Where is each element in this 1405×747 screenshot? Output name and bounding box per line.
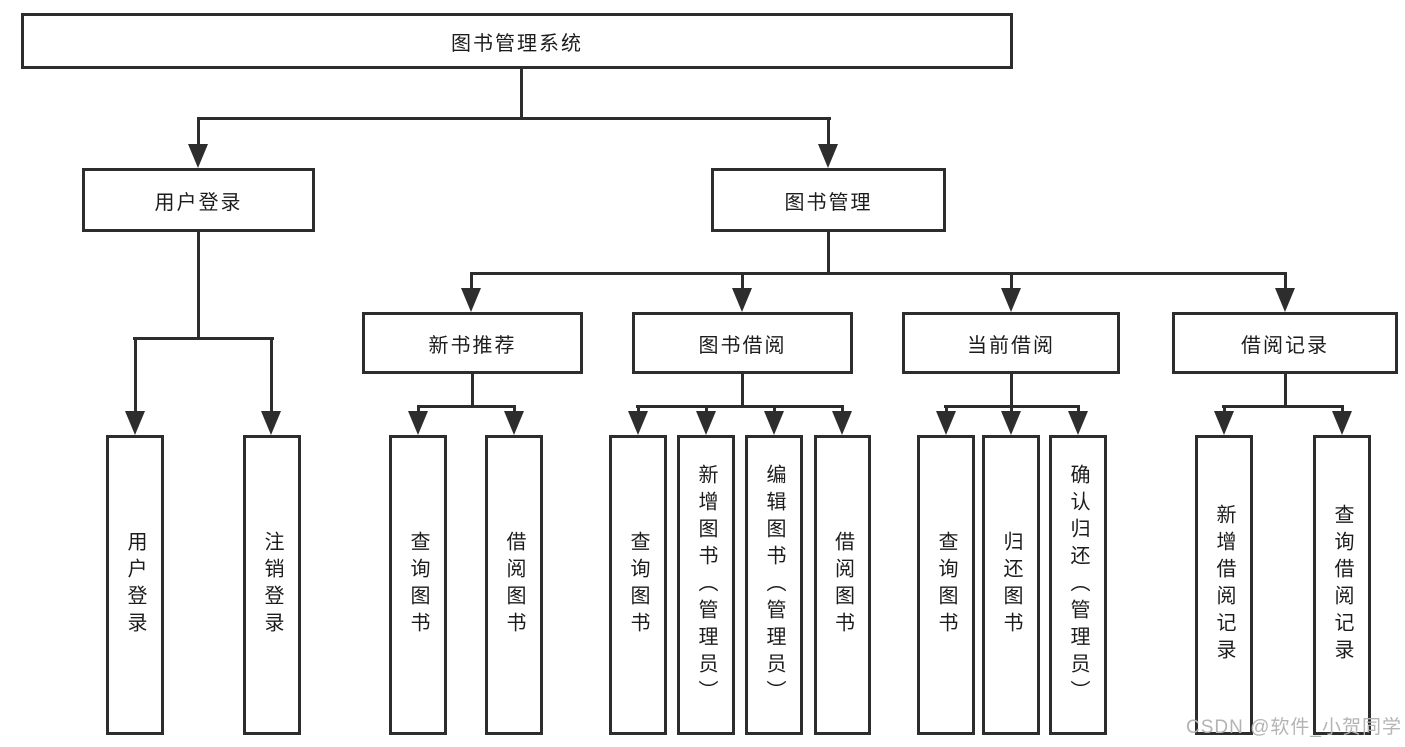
node-current-borrowing: 当前借阅 bbox=[902, 312, 1120, 374]
watermark: CSDN @软件_小贺同学 bbox=[1186, 717, 1402, 738]
arrow-shaft bbox=[1341, 405, 1344, 413]
arrow-head-icon bbox=[696, 411, 716, 435]
leaf-logout: 注销登录 bbox=[243, 435, 301, 735]
node-book-borrowing: 图书借阅 bbox=[632, 312, 853, 374]
arrow-head-icon bbox=[628, 411, 648, 435]
node-book-management: 图书管理 bbox=[711, 168, 946, 232]
arrow-shaft bbox=[1010, 405, 1013, 413]
arrow-shaft bbox=[197, 117, 200, 146]
node-borrowing-records: 借阅记录 bbox=[1172, 312, 1398, 374]
arrow-shaft bbox=[1284, 272, 1287, 290]
leaf-return-books: 归还图书 bbox=[982, 435, 1040, 735]
arrow-head-icon bbox=[461, 288, 481, 312]
connector-user-login-stem bbox=[197, 232, 200, 337]
leaf-confirm-return-admin: 确认归还（管理员） bbox=[1049, 435, 1107, 735]
arrow-shaft bbox=[270, 337, 273, 413]
connector-recommendation-rail bbox=[417, 405, 516, 408]
connector-records-stem bbox=[1284, 374, 1287, 405]
connector-records-rail bbox=[1222, 405, 1344, 408]
arrow-shaft bbox=[773, 405, 776, 413]
arrow-shaft bbox=[513, 405, 516, 413]
arrow-shaft bbox=[741, 272, 744, 290]
arrow-shaft bbox=[417, 405, 420, 413]
arrow-shaft bbox=[470, 272, 473, 290]
connector-book-management-rail bbox=[470, 272, 1287, 275]
leaf-query-books-borrowing: 查询图书 bbox=[609, 435, 667, 735]
leaf-add-borrow-record: 新增借阅记录 bbox=[1195, 435, 1253, 735]
arrow-head-icon bbox=[764, 411, 784, 435]
connector-current-stem bbox=[1010, 374, 1013, 405]
arrow-head-icon bbox=[818, 144, 838, 168]
arrow-head-icon bbox=[188, 144, 208, 168]
arrow-head-icon bbox=[1001, 411, 1021, 435]
leaf-borrow-books-borrowing: 借阅图书 bbox=[814, 435, 871, 735]
arrow-head-icon bbox=[125, 411, 145, 435]
arrow-shaft bbox=[705, 405, 708, 413]
leaf-user-login: 用户登录 bbox=[106, 435, 164, 735]
leaf-borrow-books-recommend: 借阅图书 bbox=[485, 435, 543, 735]
leaf-query-books-recommend: 查询图书 bbox=[389, 435, 447, 735]
arrow-shaft bbox=[827, 117, 830, 146]
arrow-head-icon bbox=[408, 411, 428, 435]
arrow-head-icon bbox=[732, 288, 752, 312]
arrow-shaft bbox=[1223, 405, 1226, 413]
connector-recommendation-stem bbox=[471, 374, 474, 405]
node-new-book-recommendation: 新书推荐 bbox=[362, 312, 583, 374]
arrow-head-icon bbox=[1275, 288, 1295, 312]
leaf-edit-books-admin: 编辑图书（管理员） bbox=[745, 435, 803, 735]
arrow-head-icon bbox=[936, 411, 956, 435]
arrow-head-icon bbox=[1214, 411, 1234, 435]
arrow-head-icon bbox=[1332, 411, 1352, 435]
connector-user-login-rail bbox=[133, 337, 274, 340]
leaf-query-borrow-record: 查询借阅记录 bbox=[1313, 435, 1371, 735]
arrow-shaft bbox=[1010, 272, 1013, 290]
node-user-login: 用户登录 bbox=[82, 168, 315, 232]
connector-borrowing-rail bbox=[636, 405, 844, 408]
arrow-shaft bbox=[1077, 405, 1080, 413]
arrow-shaft bbox=[945, 405, 948, 413]
connector-book-management-stem bbox=[827, 232, 830, 272]
arrow-head-icon bbox=[1068, 411, 1088, 435]
leaf-query-books-current: 查询图书 bbox=[917, 435, 975, 735]
root-node: 图书管理系统 bbox=[21, 13, 1013, 69]
connector-root-stem bbox=[520, 68, 523, 118]
connector-borrowing-stem bbox=[741, 374, 744, 405]
arrow-shaft bbox=[637, 405, 640, 413]
arrow-shaft bbox=[134, 337, 137, 413]
arrow-shaft bbox=[841, 405, 844, 413]
arrow-head-icon bbox=[504, 411, 524, 435]
connector-root-rail bbox=[197, 117, 831, 120]
arrow-head-icon bbox=[1001, 288, 1021, 312]
leaf-add-books-admin: 新增图书（管理员） bbox=[677, 435, 735, 735]
arrow-head-icon bbox=[261, 411, 281, 435]
arrow-head-icon bbox=[832, 411, 852, 435]
